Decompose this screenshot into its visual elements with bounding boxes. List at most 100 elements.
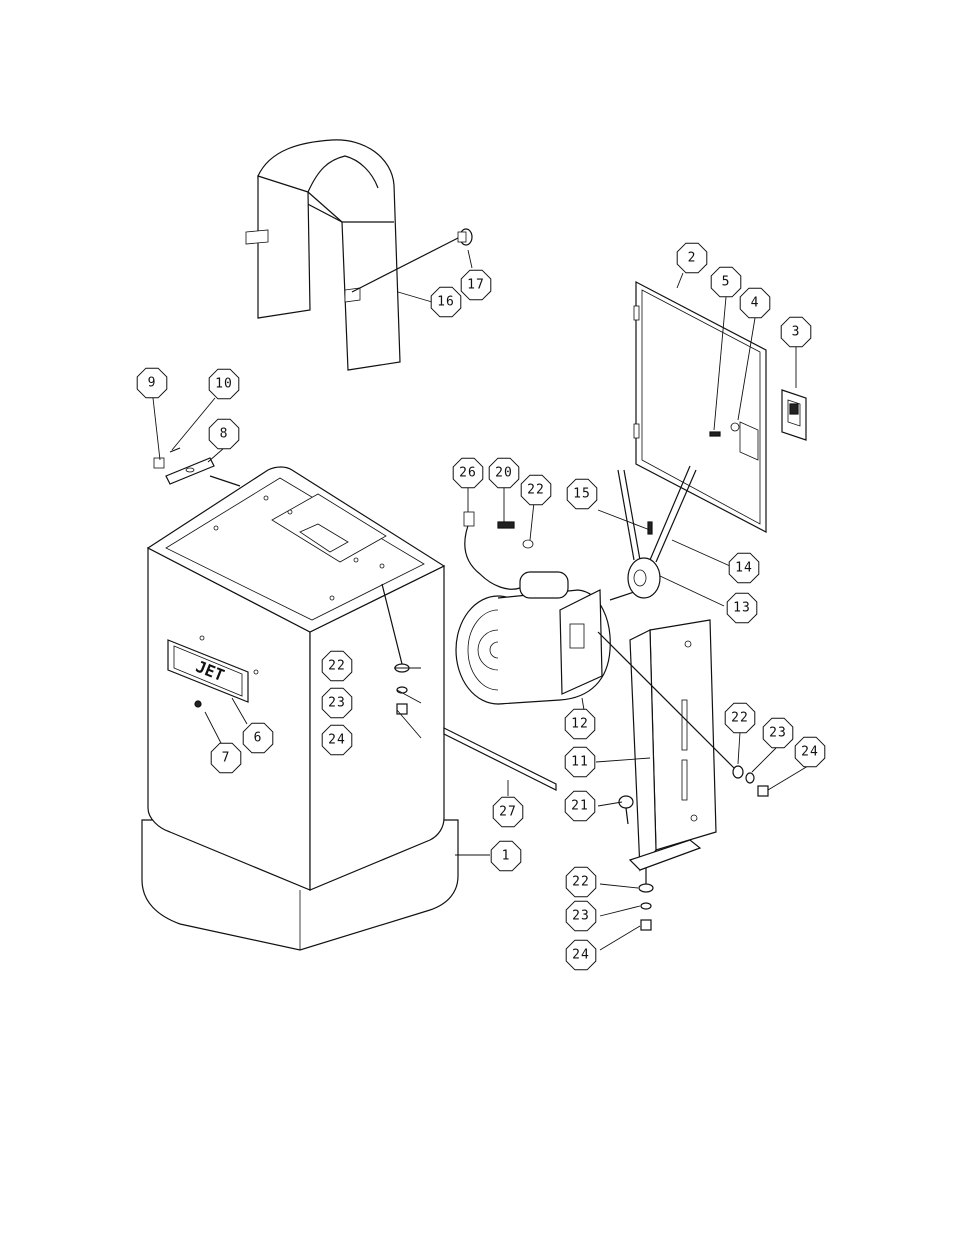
callout-2: 2	[676, 242, 708, 274]
callout-27: 27	[492, 796, 524, 828]
cabinet-base: JET	[141, 466, 459, 951]
callout-bubble	[452, 457, 484, 489]
callout-number: 7	[222, 751, 231, 766]
callout-22: 22	[565, 866, 597, 898]
callout-bubble	[208, 418, 240, 450]
callout-bubble	[564, 746, 596, 778]
callout-number: 22	[328, 659, 346, 674]
callout-number: 22	[527, 483, 545, 498]
callout-1: 1	[490, 840, 522, 872]
callout-number: 23	[572, 909, 590, 924]
callout-bubble	[566, 478, 598, 510]
callout-bubble	[210, 742, 242, 774]
pulley-belt-set	[617, 465, 697, 599]
callout-23: 23	[762, 717, 794, 749]
callout-bubble	[460, 269, 492, 301]
logo-screw	[194, 700, 202, 708]
callout-bubble	[565, 939, 597, 971]
callout-7: 7	[210, 742, 242, 774]
callout-number: 24	[328, 733, 346, 748]
callout-bubble	[492, 796, 524, 828]
callout-bubble	[726, 592, 758, 624]
callout-23: 23	[321, 687, 353, 719]
motor-bracket	[597, 619, 737, 872]
callout-22: 22	[520, 474, 552, 506]
callout-5: 5	[710, 266, 742, 298]
callout-16: 16	[430, 286, 462, 318]
callout-number: 14	[735, 561, 753, 576]
callout-number: 24	[801, 745, 819, 760]
callout-bubble	[710, 266, 742, 298]
callout-6: 6	[242, 722, 274, 754]
callout-bubble	[430, 286, 462, 318]
callout-bubble	[321, 724, 353, 756]
callout-number: 11	[571, 755, 589, 770]
callout-8: 8	[208, 418, 240, 450]
callout-bubble	[321, 687, 353, 719]
motor-mount-plate	[559, 589, 603, 695]
callout-bubble	[762, 717, 794, 749]
callout-bubble	[739, 287, 771, 319]
callout-21: 21	[564, 790, 596, 822]
callout-10: 10	[208, 368, 240, 400]
callout-17: 17	[460, 269, 492, 301]
callout-bubble	[724, 702, 756, 734]
callout-number: 8	[220, 427, 229, 442]
callout-number: 3	[792, 325, 801, 340]
guard-knob	[351, 228, 473, 293]
callout-24: 24	[321, 724, 353, 756]
callout-number: 5	[722, 275, 731, 290]
callout-number: 23	[328, 696, 346, 711]
callout-number: 20	[495, 466, 513, 481]
callout-number: 4	[751, 296, 760, 311]
callout-bubble	[564, 790, 596, 822]
motor	[455, 511, 641, 705]
rubber-strip	[443, 727, 557, 791]
callout-15: 15	[566, 478, 598, 510]
callout-number: 26	[459, 466, 477, 481]
bracket-fastener-stack-right	[732, 765, 769, 797]
callout-number: 12	[571, 717, 589, 732]
callout-number: 2	[688, 251, 697, 266]
callout-3: 3	[780, 316, 812, 348]
callout-number: 27	[499, 805, 517, 820]
callout-number: 22	[731, 711, 749, 726]
callout-bubble	[520, 474, 552, 506]
callout-bubble	[321, 650, 353, 682]
callout-bubble	[208, 368, 240, 400]
callout-23: 23	[565, 900, 597, 932]
callout-number: 6	[254, 731, 263, 746]
callout-bubble	[242, 722, 274, 754]
callout-number: 1	[502, 849, 511, 864]
leader-lines	[152, 249, 809, 951]
callout-24: 24	[794, 736, 826, 768]
callout-bubble	[794, 736, 826, 768]
callout-bubble	[676, 242, 708, 274]
callout-bubble	[728, 552, 760, 584]
callout-bubble	[565, 900, 597, 932]
callout-9: 9	[136, 367, 168, 399]
callout-number: 10	[215, 377, 233, 392]
callout-number: 13	[733, 601, 751, 616]
callout-20: 20	[488, 457, 520, 489]
callout-14: 14	[728, 552, 760, 584]
access-door	[633, 281, 767, 533]
callout-13: 13	[726, 592, 758, 624]
callout-bubble	[780, 316, 812, 348]
switch-box	[781, 389, 807, 441]
callout-number: 15	[573, 487, 591, 502]
carriage-bolt	[618, 795, 634, 825]
callout-22: 22	[321, 650, 353, 682]
callout-number: 23	[769, 726, 787, 741]
callout-number: 16	[437, 295, 455, 310]
callout-26: 26	[452, 457, 484, 489]
callout-bubble	[490, 840, 522, 872]
callout-11: 11	[564, 746, 596, 778]
callout-number: 9	[148, 376, 157, 391]
callout-4: 4	[739, 287, 771, 319]
callout-bubble	[565, 866, 597, 898]
callout-bubble	[564, 708, 596, 740]
callout-number: 24	[572, 948, 590, 963]
